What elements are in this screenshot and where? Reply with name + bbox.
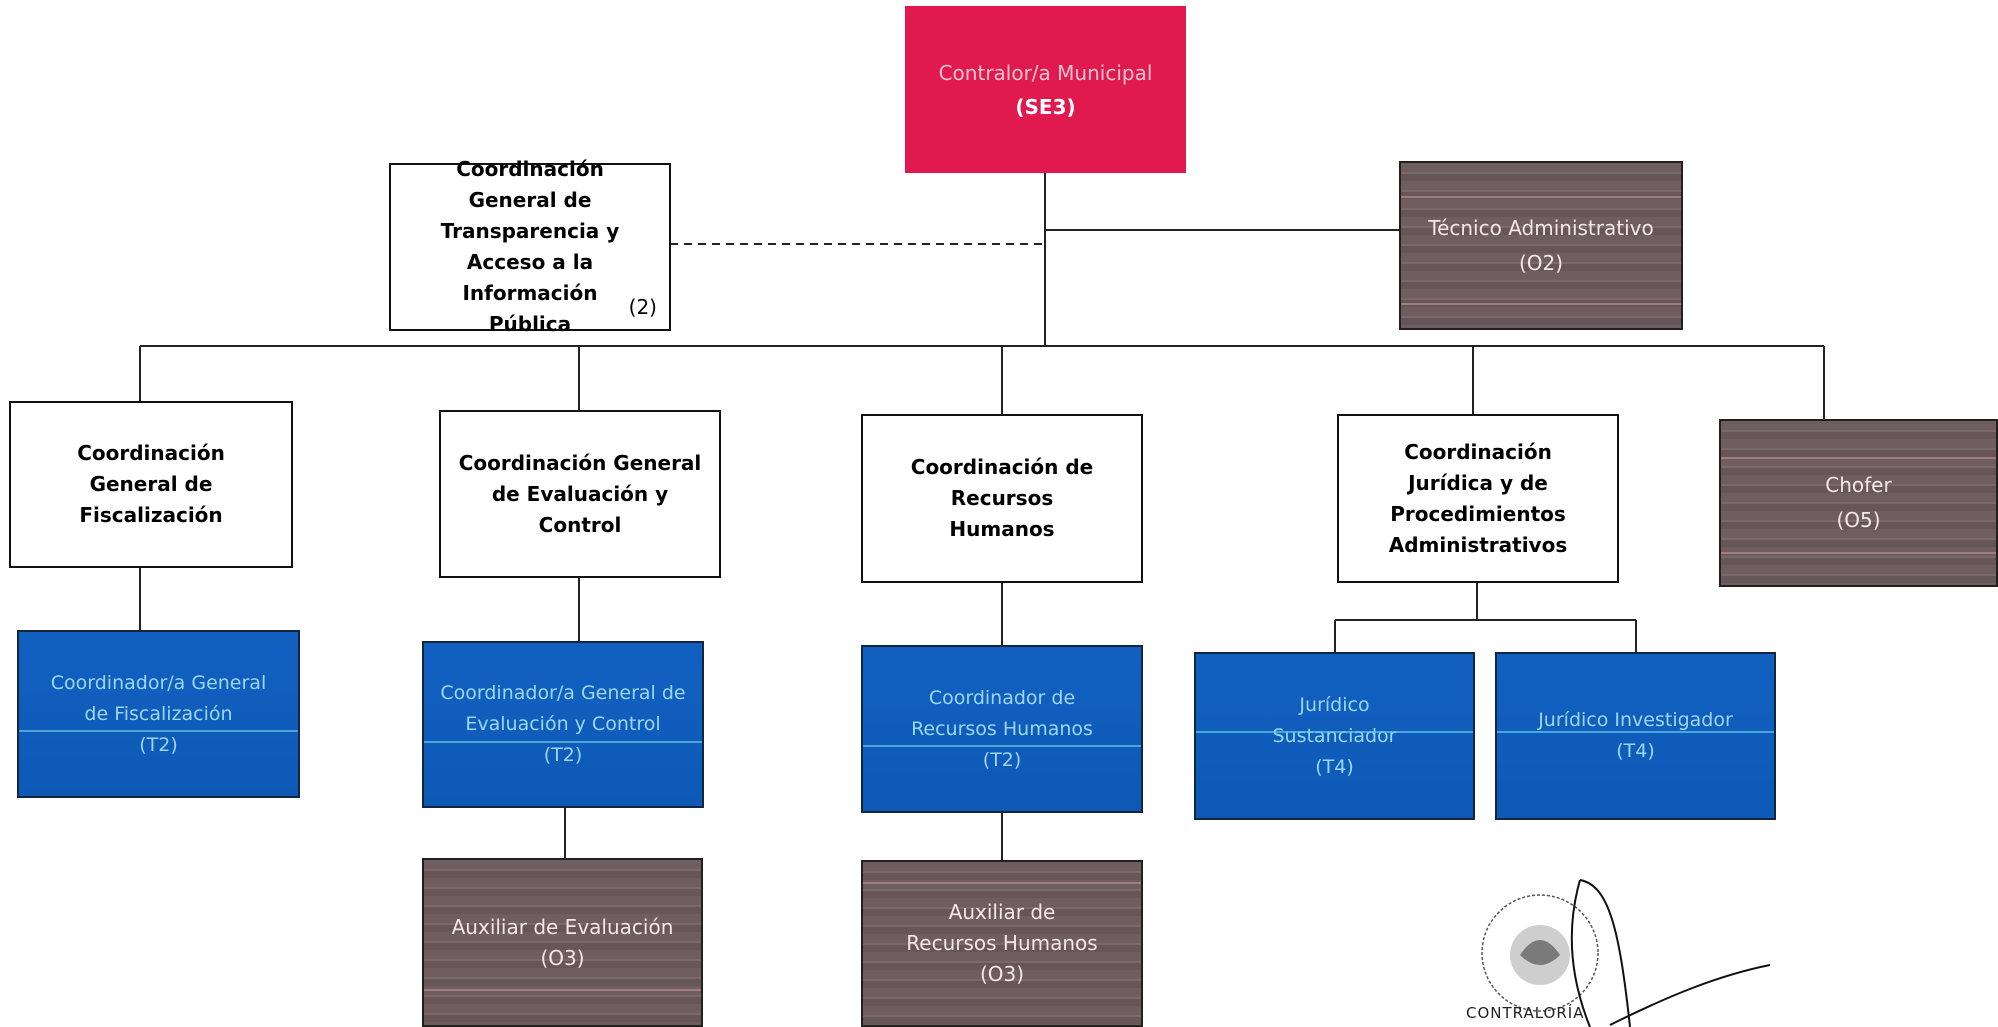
node-code: (O5) — [1836, 508, 1881, 532]
node-title: Coordinación de Recursos Humanos — [910, 455, 1094, 541]
node-title: Coordinador de Recursos Humanos — [911, 686, 1093, 740]
auxiliar-evaluacion-box: Auxiliar de Evaluación (O3) — [422, 858, 703, 1027]
tecnico-administrativo-box: Técnico Administrativo (O2) — [1399, 161, 1683, 330]
node-code: (O2) — [1518, 250, 1564, 275]
contralor-municipal-box: Contralor/a Municipal (SE3) — [905, 6, 1186, 173]
stripe — [863, 881, 1141, 884]
juridico-investigador-box: Jurídico Investigador (T4) — [1495, 652, 1776, 820]
node-code: (T2) — [139, 733, 178, 756]
node-title: Coordinador/a General de Evaluación y Co… — [440, 682, 686, 735]
auxiliar-rrhh-box: Auxiliar de Recursos Humanos (O3) — [861, 860, 1143, 1027]
chofer-box: Chofer (O5) — [1719, 419, 1998, 587]
seal-label: CONTRALORÍA — [1466, 1004, 1585, 1022]
fiscalizacion-box: Coordinación General de Fiscalización — [9, 401, 293, 568]
transparencia-box: Coordinación General de Transparencia y … — [389, 157, 671, 336]
seal-stamp — [1481, 879, 1770, 1027]
coordinador-rrhh-box: Coordinador de Recursos Humanos (T2) — [861, 645, 1143, 813]
node-title: Coordinación General de Fiscalización — [77, 441, 225, 527]
stripe — [424, 988, 701, 991]
node-code: (O3) — [979, 962, 1025, 986]
stripe — [1401, 303, 1681, 306]
stripe — [1497, 731, 1774, 734]
node-title: Auxiliar de Recursos Humanos — [906, 900, 1098, 955]
evaluacion-control-box: Coordinación General de Evaluación y Con… — [439, 410, 721, 578]
juridica-box: Coordinación Jurídica y de Procedimiento… — [1337, 414, 1619, 583]
stripe — [1196, 731, 1473, 734]
coordinador-fiscalizacion-box: Coordinador/a General de Fiscalización (… — [17, 630, 300, 798]
node-title: Auxiliar de Evaluación — [451, 914, 674, 939]
node-code: (SE3) — [1015, 94, 1076, 119]
juridico-sustanciador-box: Jurídico Sustanciador (T4) — [1194, 652, 1475, 820]
stripe — [1401, 196, 1681, 198]
node-title: Coordinación General de Transparencia y … — [440, 157, 620, 336]
node-title: Jurídico Sustanciador — [1272, 693, 1397, 747]
stripe — [424, 740, 702, 743]
signature — [1570, 879, 1770, 1027]
coordinador-evaluacion-box: Coordinador/a General de Evaluación y Co… — [422, 641, 704, 808]
node-title: Coordinador/a General de Fiscalización — [50, 671, 267, 725]
stripe — [1721, 457, 1996, 460]
node-title: Chofer — [1825, 473, 1892, 497]
node-code: (O3) — [540, 945, 585, 970]
node-title: Técnico Administrativo — [1428, 215, 1654, 240]
node-code: (T4) — [1616, 740, 1655, 762]
node-title: Contralor/a Municipal — [938, 60, 1153, 85]
recursos-humanos-box: Coordinación de Recursos Humanos — [861, 414, 1143, 583]
node-code: (T2) — [543, 744, 583, 766]
node-code: (T4) — [1315, 755, 1354, 778]
stripe — [1721, 552, 1996, 555]
node-badge: (2) — [628, 295, 657, 319]
stripe — [19, 730, 298, 733]
node-title: Coordinación General de Evaluación y Con… — [458, 450, 702, 537]
seal-emblem — [1481, 894, 1599, 1012]
node-title: Coordinación Jurídica y de Procedimiento… — [1388, 439, 1568, 557]
node-title: Jurídico Investigador — [1538, 709, 1733, 731]
stripe — [863, 745, 1141, 748]
node-code: (T2) — [982, 748, 1022, 771]
